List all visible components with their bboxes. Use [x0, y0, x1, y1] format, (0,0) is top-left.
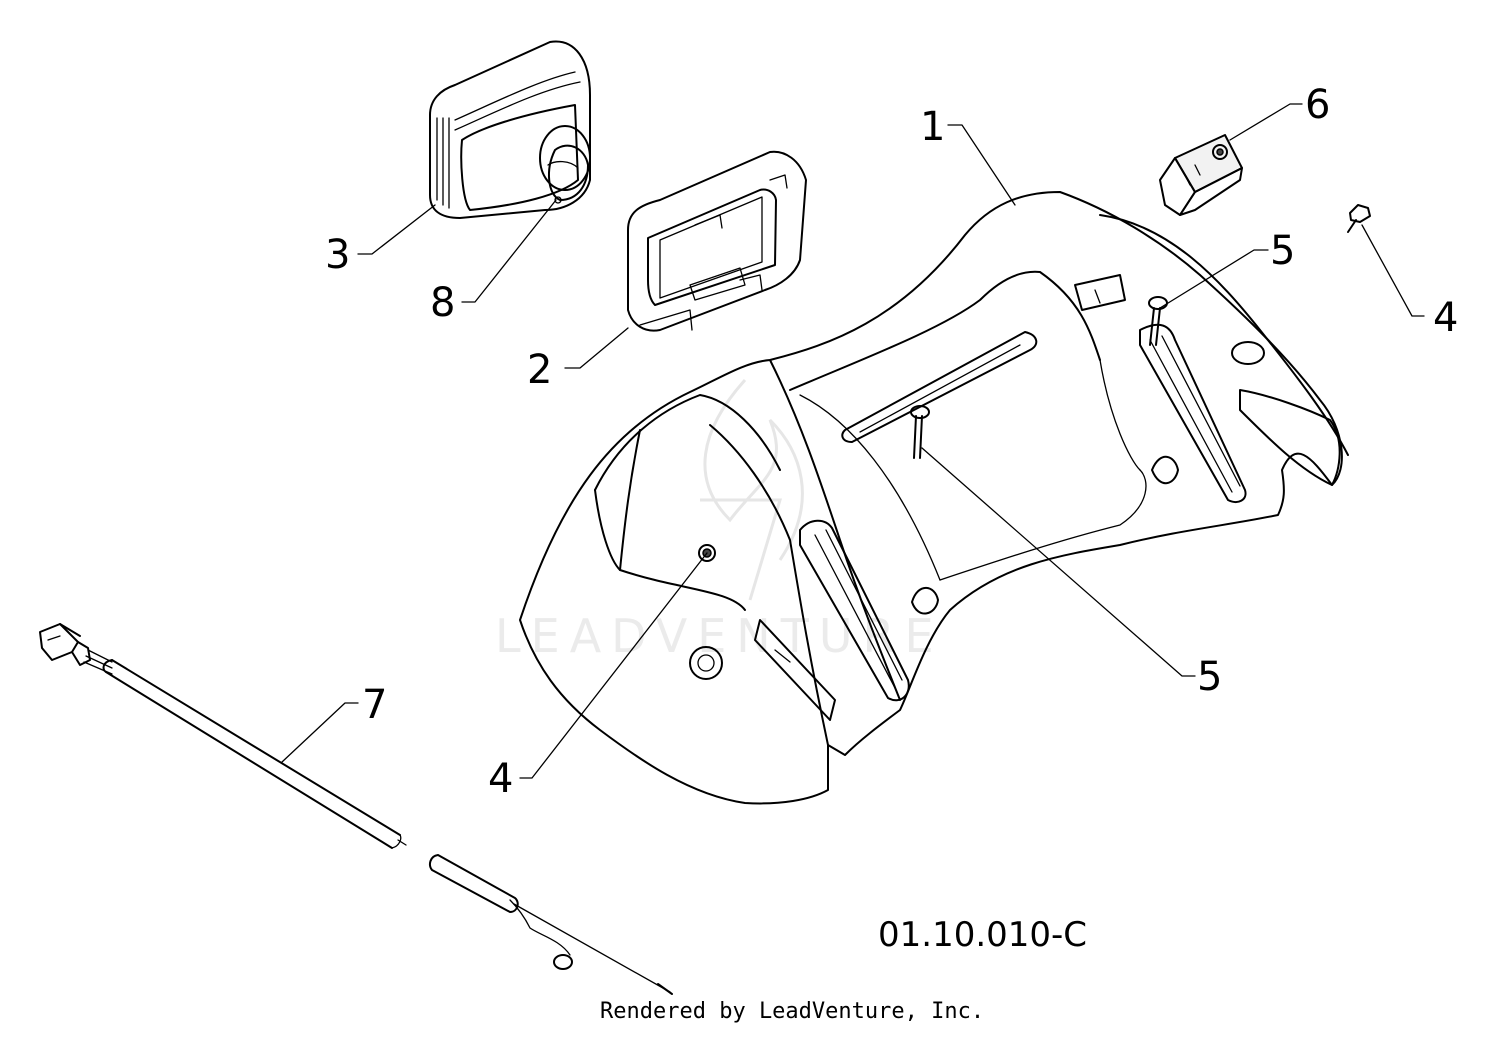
callout-1: 1 — [920, 104, 945, 150]
footer-credit: Rendered by LeadVenture, Inc. — [600, 999, 984, 1024]
callout-4-upper: 4 — [1433, 295, 1458, 341]
callout-6: 6 — [1305, 82, 1330, 128]
part-7-wire-harness[interactable] — [39, 623, 673, 995]
part-2-headlight-bezel[interactable] — [627, 150, 807, 332]
part-5-screw-right[interactable] — [1148, 296, 1168, 346]
callouts: 1 2 3 4 4 5 5 6 7 8 — [325, 82, 1458, 802]
callout-4-lower: 4 — [488, 756, 513, 802]
watermark: LEADVENTURE — [495, 378, 944, 663]
callout-8: 8 — [430, 280, 455, 326]
drawing-id: 01.10.010-C — [878, 915, 1087, 955]
callout-2: 2 — [527, 347, 552, 393]
leader-lines — [281, 103, 1425, 779]
part-1-dash-panel[interactable] — [519, 191, 1349, 805]
watermark-text: LEADVENTURE — [495, 609, 944, 663]
part-5-screw-center[interactable] — [910, 405, 930, 459]
callout-7: 7 — [362, 682, 387, 728]
part-8-bulb[interactable] — [554, 196, 562, 204]
part-3-headlight-assembly[interactable] — [429, 40, 591, 219]
callout-5-lower: 5 — [1197, 654, 1222, 700]
callout-5-upper: 5 — [1270, 228, 1295, 274]
callout-3: 3 — [325, 232, 350, 278]
part-6-switch[interactable] — [1159, 134, 1243, 216]
part-4-screw-upper[interactable] — [1347, 204, 1371, 233]
